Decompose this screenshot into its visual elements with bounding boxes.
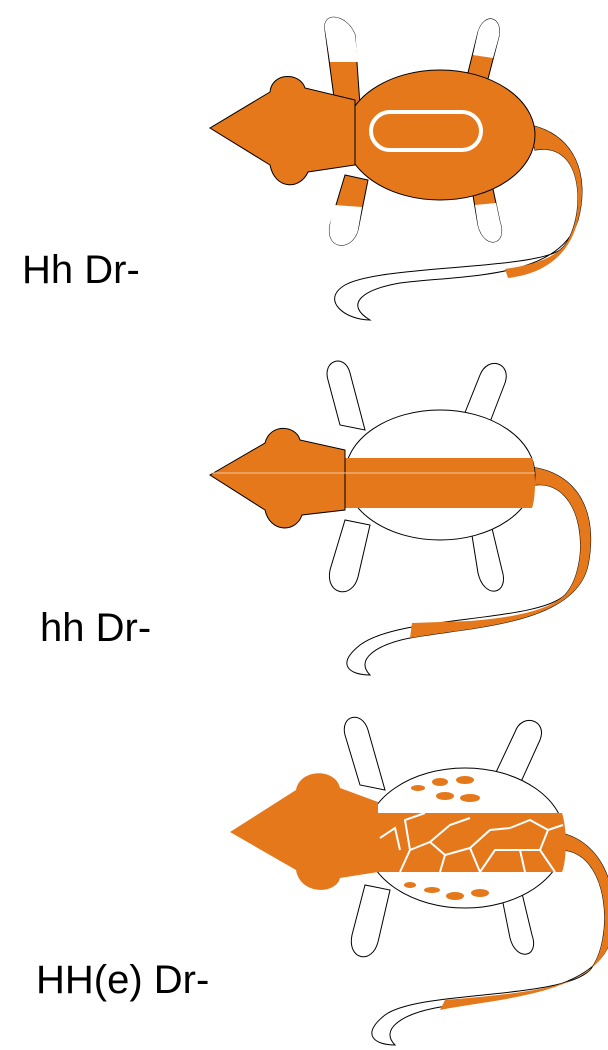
rat-2-head: [210, 428, 345, 528]
rat-3-dorsal-pattern: [378, 813, 566, 872]
rat-1-body: [345, 70, 535, 200]
rat-3-head: [230, 773, 378, 890]
rat-1: [210, 17, 582, 320]
rat-2: [210, 361, 591, 675]
rat-2-dorsal-stripe: [340, 458, 535, 508]
rat-3: [230, 717, 608, 1045]
